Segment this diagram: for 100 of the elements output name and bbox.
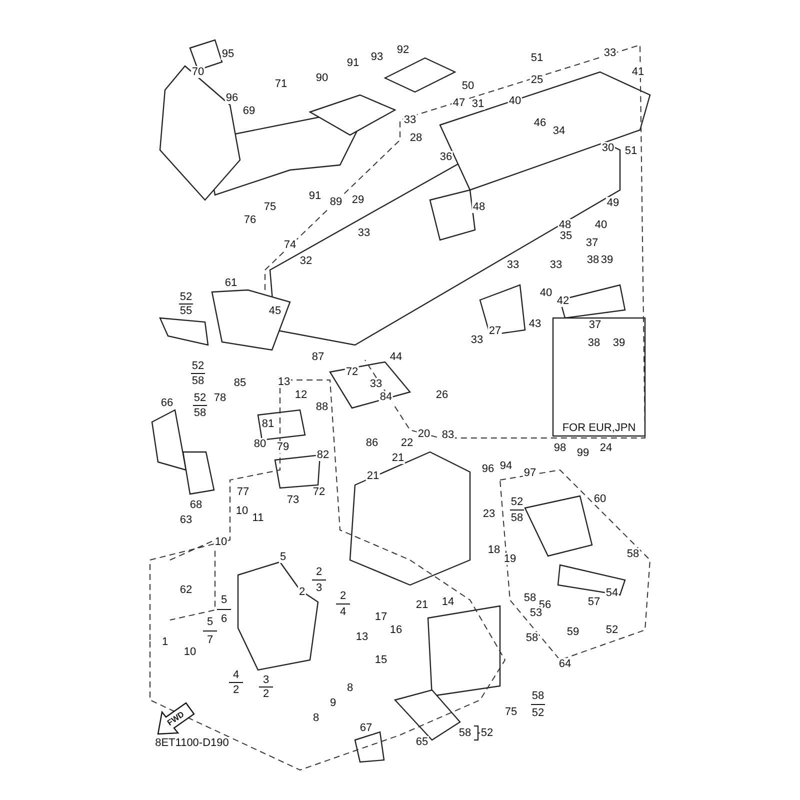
callout-number: 70 <box>190 66 206 78</box>
callout-number: 65 <box>414 736 430 748</box>
callout-number: 73 <box>286 494 300 506</box>
callout-number: 11 <box>251 512 265 524</box>
callout-number: 29 <box>350 194 366 206</box>
callout-number: 40 <box>538 287 554 299</box>
callout-number: 58 <box>510 512 524 524</box>
callout-number: 2 <box>338 590 348 602</box>
callout-number: 62 <box>178 584 194 596</box>
callout-number: 78 <box>212 392 228 404</box>
callout-number: 58 <box>458 727 472 739</box>
callout-number: 33 <box>356 227 372 239</box>
callout-number: 63 <box>178 514 194 526</box>
callout-number: 16 <box>388 624 404 636</box>
callout-number: 21 <box>414 599 430 611</box>
callout-number: 5 <box>278 551 288 563</box>
callout-number: 50 <box>460 80 476 92</box>
callout-number: 21 <box>390 452 406 464</box>
callout-number: 64 <box>558 658 572 670</box>
callout-number: 52 <box>510 496 524 508</box>
callout-number: 52 <box>190 360 206 372</box>
callout-number: 35 <box>558 230 574 242</box>
callout-number: 4 <box>338 606 348 618</box>
callout-number: 41 <box>630 66 646 78</box>
note-text: FOR EUR,JPN <box>561 422 637 434</box>
callout-number: 81 <box>260 418 276 430</box>
callout-number: 5 <box>206 616 214 628</box>
callout-number: 3 <box>262 674 270 686</box>
callout-number: 33 <box>602 47 618 59</box>
callout-number: 80 <box>252 438 268 450</box>
callout-number: 61 <box>224 277 238 289</box>
callout-number: 19 <box>502 553 518 565</box>
callout-number: 58 <box>626 548 640 560</box>
callout-number: 69 <box>242 105 256 117</box>
callout-number: 38 <box>586 337 602 349</box>
callout-number: 84 <box>378 391 394 403</box>
callout-number: 30 <box>600 142 616 154</box>
callout-number: 48 <box>558 219 572 231</box>
callout-number: 72 <box>344 366 360 378</box>
callout-number: 43 <box>528 318 542 330</box>
callout-number: 93 <box>370 51 384 63</box>
callout-number: 52 <box>480 727 494 739</box>
callout-number: 76 <box>242 214 258 226</box>
callout-number: 4 <box>232 669 240 681</box>
callout-number: 36 <box>438 151 454 163</box>
diagram-code: 8ET1100-D190 <box>154 737 230 749</box>
callout-number: 74 <box>282 239 298 251</box>
callout-number: 12 <box>294 389 308 401</box>
callout-number: 32 <box>298 255 314 267</box>
callout-number: 82 <box>316 449 330 461</box>
callout-number: 39 <box>600 254 614 266</box>
callout-number: 10 <box>214 536 228 548</box>
callout-number: 9 <box>328 697 338 709</box>
callout-number: 98 <box>552 442 568 454</box>
callout-number: 33 <box>506 259 520 271</box>
callout-number: 57 <box>586 596 602 608</box>
callout-number: 37 <box>584 237 600 249</box>
callout-number: 99 <box>576 447 590 459</box>
callout-number: 47 <box>452 97 466 109</box>
callout-number: 33 <box>548 259 564 271</box>
callout-number: 91 <box>308 190 322 202</box>
callout-number: 34 <box>552 125 566 137</box>
callout-number: 87 <box>310 351 326 363</box>
callout-number: 97 <box>522 467 538 479</box>
callout-number: 42 <box>556 295 570 307</box>
callout-number: 45 <box>268 305 282 317</box>
callout-number: 33 <box>470 334 484 346</box>
callout-number: 13 <box>276 376 292 388</box>
callout-number: 52 <box>192 392 208 404</box>
callout-number: 92 <box>396 44 410 56</box>
callout-number: 51 <box>530 52 544 64</box>
callout-number: 5 <box>220 594 228 606</box>
callout-number: 2 <box>314 566 324 578</box>
callout-number: 95 <box>220 48 236 60</box>
callout-number: 58 <box>524 632 540 644</box>
callout-number: 75 <box>504 706 518 718</box>
callout-number: 20 <box>416 428 432 440</box>
callout-number: 2 <box>232 684 240 696</box>
callout-number: 58 <box>190 375 206 387</box>
callout-number: 79 <box>276 441 290 453</box>
callout-number: 52 <box>178 291 194 303</box>
callout-number: 85 <box>232 377 248 389</box>
callout-number: 22 <box>400 437 414 449</box>
callout-number: 15 <box>374 654 388 666</box>
callout-number: 53 <box>528 607 544 619</box>
callout-number: 46 <box>532 117 548 129</box>
callout-number: 40 <box>594 219 608 231</box>
callout-number: 40 <box>508 95 522 107</box>
callout-number: 55 <box>178 305 194 317</box>
callout-number: 6 <box>220 613 228 625</box>
callout-number: 38 <box>586 254 600 266</box>
callout-number: 2 <box>298 586 306 598</box>
callout-number: 33 <box>402 114 418 126</box>
callout-number: 37 <box>588 319 602 331</box>
callout-number: 21 <box>366 470 380 482</box>
callout-number: 31 <box>470 98 486 110</box>
callout-number: 27 <box>488 325 502 337</box>
callout-number: 39 <box>612 337 626 349</box>
callout-number: 33 <box>368 378 384 390</box>
callout-number: 49 <box>606 197 620 209</box>
